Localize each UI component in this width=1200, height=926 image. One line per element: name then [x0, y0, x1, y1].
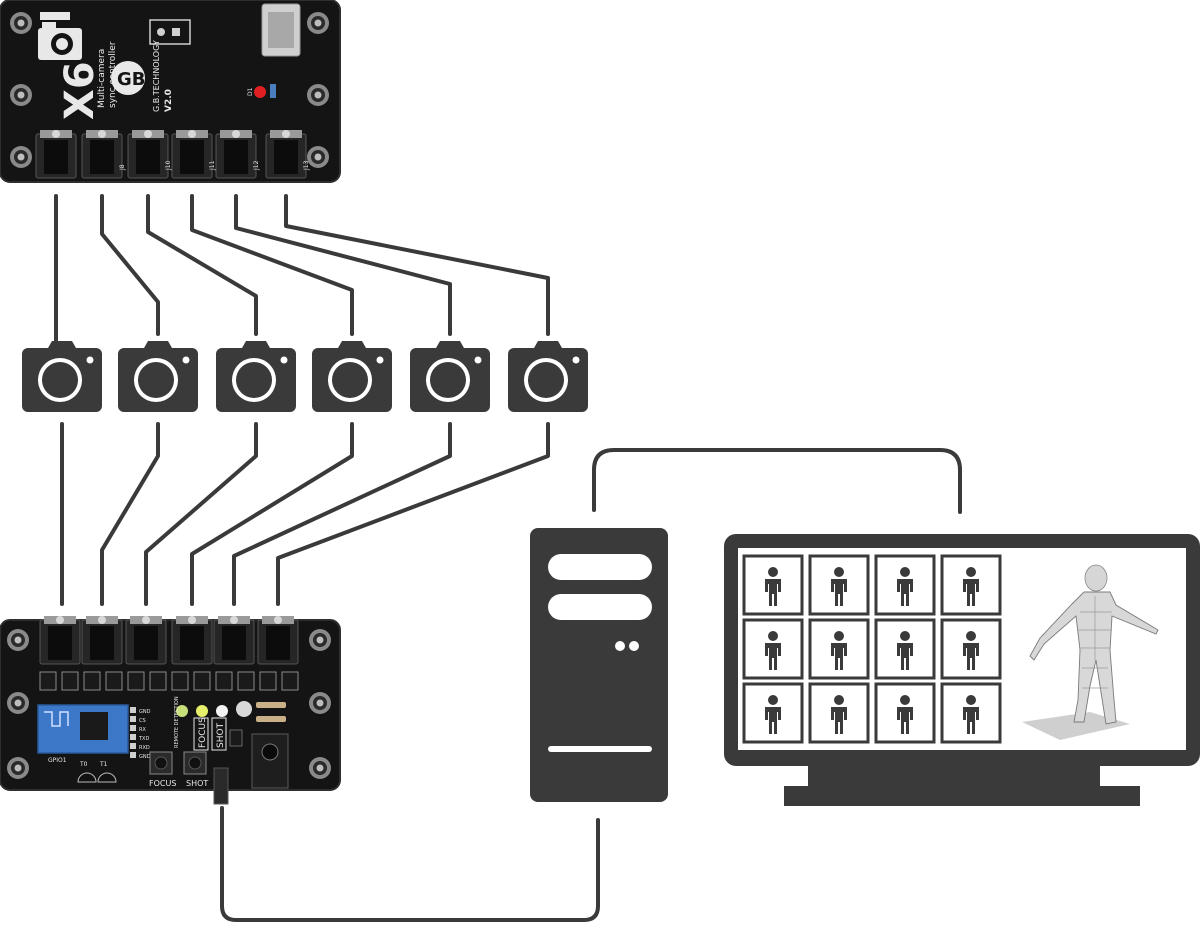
- optocoupler: [84, 672, 100, 690]
- company-label: G.B.TECHNOLOGY: [152, 40, 161, 112]
- output-jack: [82, 130, 122, 178]
- focus-button-label: FOCUS: [149, 779, 176, 788]
- upper-cable: [192, 196, 352, 334]
- focus-tag: FOCUS: [198, 717, 208, 748]
- optocoupler: [128, 672, 144, 690]
- optocoupler: [172, 672, 188, 690]
- input-jack: [40, 616, 80, 664]
- output-jack: [128, 130, 168, 178]
- led-white: [216, 705, 228, 717]
- board-to-pc-cable: [222, 808, 598, 920]
- input-jack: [258, 616, 298, 664]
- product-line-1: Multi-camera: [97, 49, 107, 108]
- jack-label: J13: [303, 160, 310, 171]
- header-pin-label: GND: [139, 709, 151, 715]
- output-jack: [216, 130, 256, 178]
- optocoupler: [238, 672, 254, 690]
- pc-tower-icon: [530, 528, 668, 802]
- header-pin: [130, 734, 136, 740]
- wireless-module: [38, 705, 128, 753]
- transistor-t1: T1: [99, 761, 108, 768]
- transistor-t0: T0: [79, 761, 88, 768]
- input-jack: [82, 616, 122, 664]
- header-pin: [130, 752, 136, 758]
- header-pin: [130, 707, 136, 713]
- lower-cable: [234, 424, 450, 604]
- upper-cable: [286, 196, 548, 334]
- optocoupler: [62, 672, 78, 690]
- remote-detection-tag: REMOTE DETECTION: [174, 696, 180, 748]
- lower-cable: [102, 424, 158, 604]
- pc-to-monitor-cable: [594, 450, 960, 512]
- header-pin: [130, 743, 136, 749]
- jack-label: J11: [209, 160, 216, 171]
- optocoupler: [194, 672, 210, 690]
- camera-icon: [508, 341, 588, 412]
- input-jack: [172, 616, 212, 664]
- upper-cable: [148, 196, 256, 334]
- header-pin-label: RX: [139, 727, 146, 733]
- header-pin: [130, 716, 136, 722]
- monitor-icon: [724, 534, 1200, 806]
- brand-mark: GB: [117, 69, 146, 90]
- output-jack: [172, 130, 212, 178]
- header-pin-label: CS: [139, 718, 146, 724]
- input-jack: [126, 616, 166, 664]
- gpio-label: GPIO1: [48, 757, 67, 764]
- trigger-cables-upper: [56, 196, 548, 340]
- camera-icon: [118, 341, 198, 412]
- output-jack: [266, 130, 306, 178]
- optocoupler: [216, 672, 232, 690]
- optocoupler: [282, 672, 298, 690]
- camera-icon: [312, 341, 392, 412]
- remote-detection-board: GND CS RX TXD RXD GND GPIO1 T0 T1 REMOTE DETE…: [0, 616, 340, 804]
- jack-label: J10: [165, 160, 172, 171]
- output-jack: [36, 130, 76, 178]
- shot-button-label: SHOT: [186, 779, 208, 788]
- sync-controller-board: X6 Multi-camera sync controller GB G.B.T…: [0, 0, 340, 182]
- optocoupler: [150, 672, 166, 690]
- trigger-cables-lower: [62, 424, 548, 604]
- optocoupler: [40, 672, 56, 690]
- led-green-2: [196, 705, 208, 717]
- status-led: [254, 86, 266, 98]
- shot-tag: SHOT: [216, 722, 226, 748]
- jack-label: J12: [253, 160, 260, 171]
- dc-power-jack: [252, 734, 288, 788]
- jack-label: J8: [119, 164, 126, 171]
- header-pin-label: GND: [139, 754, 151, 760]
- input-jack: [214, 616, 254, 664]
- focus-button[interactable]: [150, 752, 172, 774]
- camera-icon: [216, 341, 296, 412]
- lower-cable: [278, 424, 548, 604]
- camera-icon: [410, 341, 490, 412]
- lower-cable: [146, 424, 256, 604]
- camera-row: [22, 341, 588, 412]
- header-pin: [130, 725, 136, 731]
- header-pin-label: RXD: [139, 745, 150, 751]
- header-pin-label: TXD: [138, 736, 149, 742]
- capacitor: [236, 701, 252, 717]
- optocoupler: [260, 672, 276, 690]
- camera-icon: [22, 341, 102, 412]
- version-label: V2.0: [164, 89, 174, 112]
- optocoupler: [106, 672, 122, 690]
- led-label: D1: [247, 87, 254, 96]
- shot-button[interactable]: [184, 752, 206, 774]
- upper-cable: [236, 196, 450, 334]
